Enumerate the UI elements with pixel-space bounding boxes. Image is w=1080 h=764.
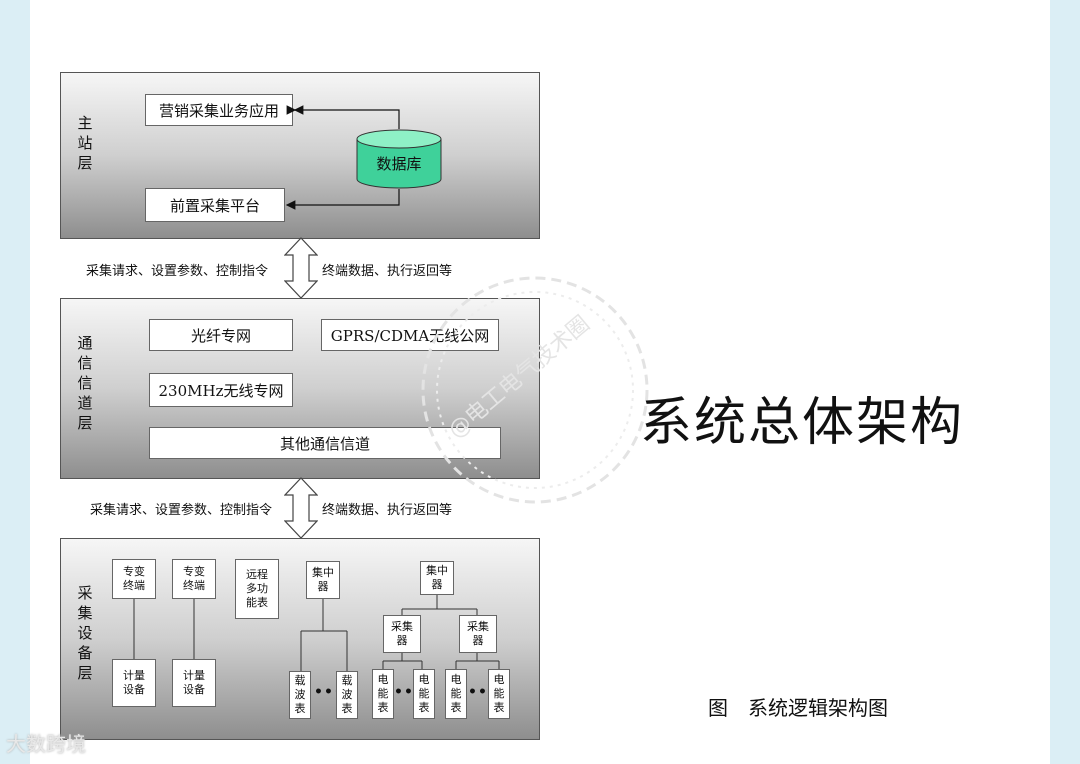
ellipsis-1: ••• [314,684,344,700]
carrier-meter-2: 载 波 表 [336,671,358,719]
remote-multifunction-meter: 远程 多功 能表 [235,559,279,619]
concentrator-1: 集中 器 [306,561,340,599]
bidirectional-arrow-2 [284,477,318,539]
response-label-1: 终端数据、执行返回等 [322,264,453,279]
request-label-2: 采集请求、设置参数、控制指令 [90,503,273,518]
metering-device-2: 计量 设备 [172,659,216,707]
watermark-logo: 大数跨境 [6,732,86,756]
radio-network-box: 230MHz无线专网 [149,373,293,407]
device-layer: 采 集 设 备 层 专变 终端 专变 终端 远程 多功 能表 集中 器 集中 器… [60,538,540,740]
fiber-network-box: 光纤专网 [149,319,293,351]
energy-meter-1: 电 能 表 [372,669,394,719]
bidirectional-arrow-1 [284,237,318,299]
device-connections [133,595,500,671]
request-label-1: 采集请求、设置参数、控制指令 [86,264,269,279]
collector-1: 采集 器 [383,615,421,653]
response-label-2: 终端数据、执行返回等 [322,503,453,518]
gprs-network-box: GPRS/CDMA无线公网 [321,319,499,351]
metering-device-1: 计量 设备 [112,659,156,707]
carrier-meter-1: 载 波 表 [289,671,311,719]
db-to-app-arrow [293,105,400,129]
other-channel-box: 其他通信信道 [149,427,501,459]
watermark-stamp [421,276,649,504]
figure-caption: 图 系统逻辑架构图 [708,696,888,720]
front-platform-box: 前置采集平台 [145,188,285,222]
channel-layer: 通 信 信 道 层 光纤专网 GPRS/CDMA无线公网 230MHz无线专网 … [60,298,540,479]
marketing-app-box: 营销采集业务应用 [145,94,293,126]
master-station-connections [285,105,442,210]
db-to-platform-arrow [285,189,400,210]
energy-meter-2: 电 能 表 [413,669,435,719]
page-title: 系统总体架构 [640,393,965,453]
collector-2: 采集 器 [459,615,497,653]
concentrator-2: 集中 器 [420,561,454,595]
master-station-layer: 主 站 层 营销采集业务应用 前置采集平台 数据库 [60,72,540,239]
database-label: 数据库 [376,155,422,173]
master-station-layer-label: 主 站 层 [77,114,93,172]
energy-meter-3: 电 能 表 [445,669,467,719]
channel-layer-label: 通 信 信 道 层 [77,334,93,432]
special-terminal-2: 专变 终端 [172,559,216,599]
device-layer-label: 采 集 设 备 层 [77,584,93,682]
database-cylinder [356,129,442,189]
energy-meter-4: 电 能 表 [488,669,510,719]
special-terminal-1: 专变 终端 [112,559,156,599]
